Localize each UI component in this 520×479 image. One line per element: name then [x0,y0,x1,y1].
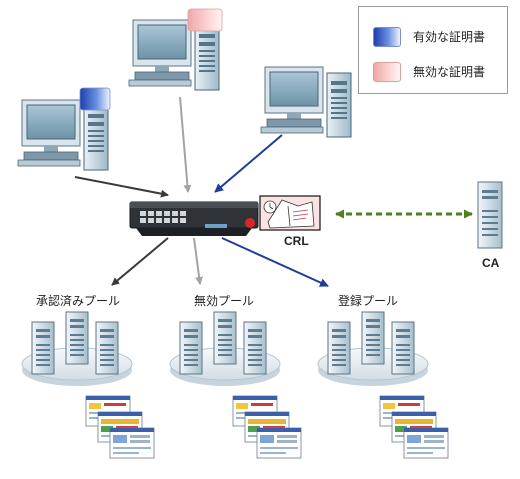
arrow-appliance-to-approved-pool [111,237,169,286]
legend-valid-swatch [373,27,401,47]
client-pc-top [128,8,223,91]
invalid-certificate-icon [187,8,223,32]
network-appliance [129,201,259,236]
arrow-appliance-to-invalid-pool [193,237,204,285]
approved-pool-content [85,395,155,459]
legend: 有効な証明書 無効な証明書 [358,6,508,94]
approved-pool-servers [22,312,132,386]
ca-label: CA [482,256,500,270]
registration-pool-label: 登録プール [338,294,399,308]
ca-server [477,181,503,249]
crl-icon [259,195,321,231]
registration-pool-content [379,395,449,459]
arrow-client-right-to-appliance [214,134,283,193]
arrow-appliance-to-registration-pool [221,237,329,287]
invalid-pool-servers [170,312,280,386]
approved-pool-label: 承認済みプール [36,294,121,308]
legend-invalid-swatch [373,62,401,82]
legend-invalid-label: 無効な証明書 [413,65,486,79]
invalid-pool-content [232,395,302,459]
arrow-client-left-to-appliance [74,176,169,198]
valid-certificate-icon [79,87,111,111]
legend-valid-label: 有効な証明書 [413,30,486,44]
crl-label: CRL [284,234,309,248]
client-pc-left [17,87,111,171]
arrow-client-top-to-appliance [179,96,192,193]
registration-pool-servers [318,312,428,386]
invalid-pool-label: 無効プール [194,294,255,308]
client-pc-right [260,66,352,138]
